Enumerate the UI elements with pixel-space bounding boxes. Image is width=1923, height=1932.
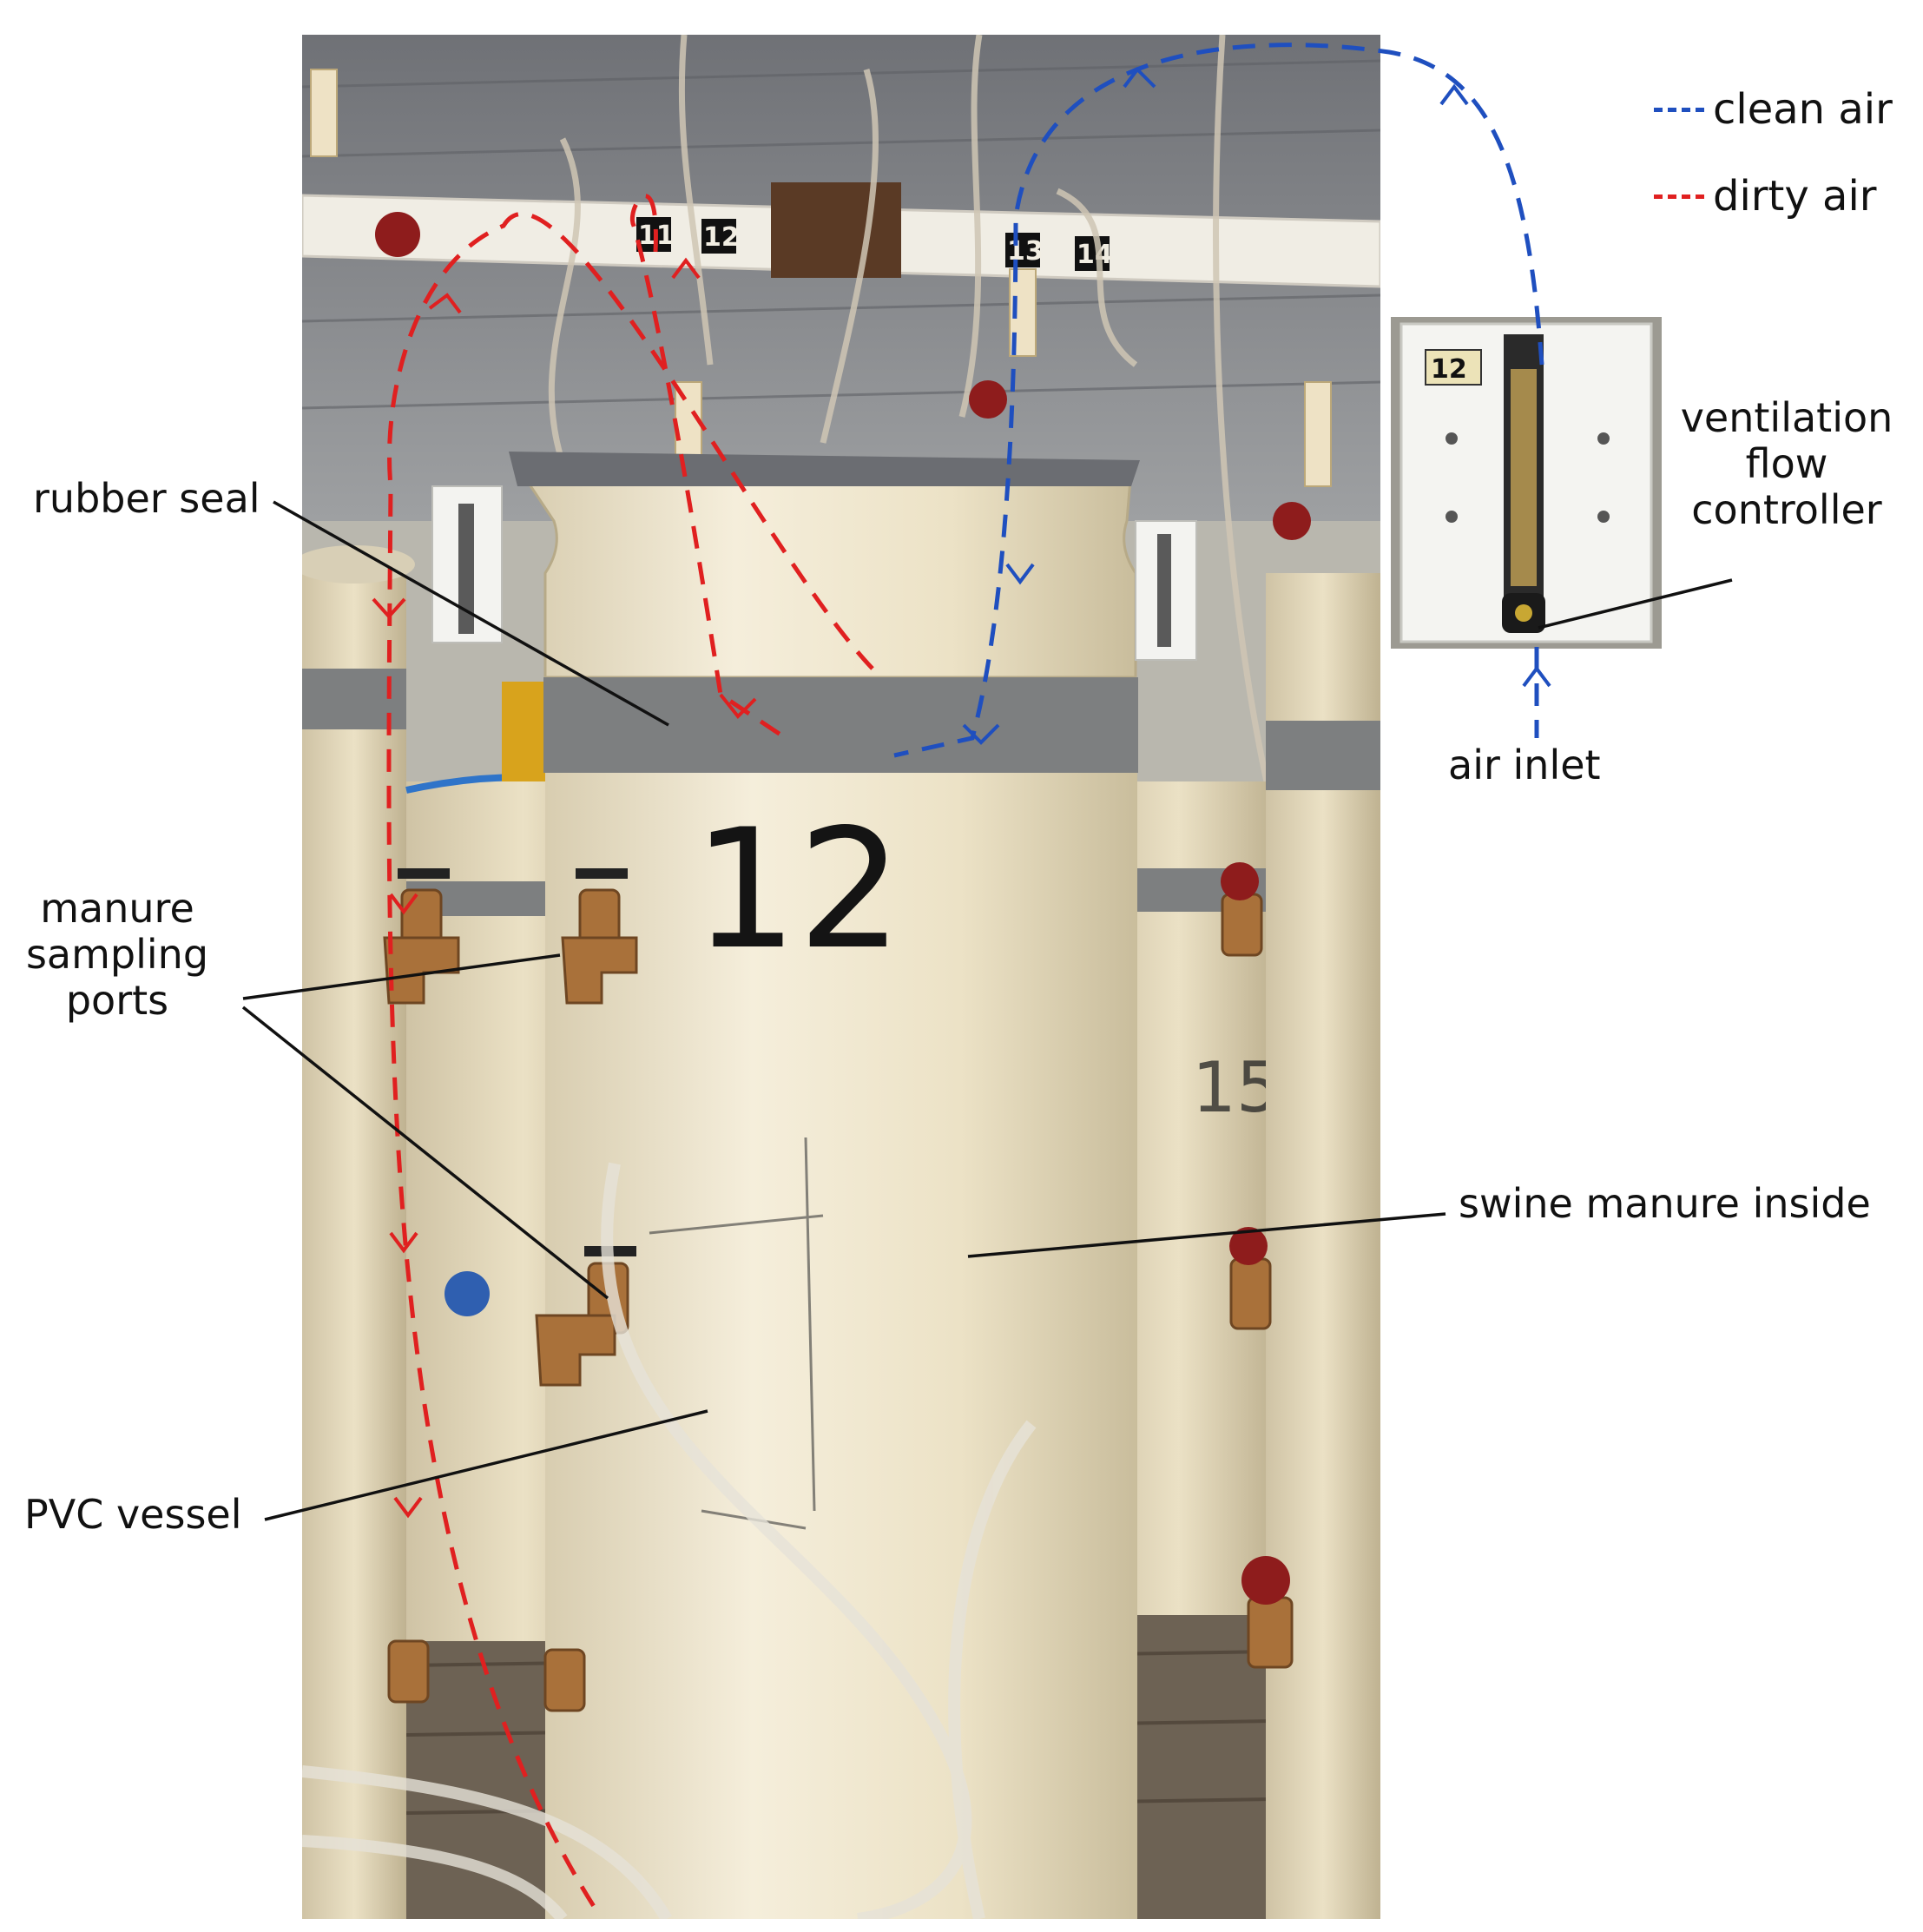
- photo-illustration: 11 12 13 14: [302, 35, 1380, 1919]
- vessel-number: 12: [693, 794, 903, 986]
- pipe-tag-3: 14: [1077, 240, 1113, 270]
- label-ventilation-flow-controller: ventilation flow controller: [1665, 395, 1908, 533]
- arrow-dirty-2: [671, 257, 701, 280]
- pipe-tag-1: 12: [703, 222, 740, 253]
- label-rubber-seal: rubber seal: [33, 475, 260, 522]
- background-flowmeters: [431, 485, 1197, 661]
- label-manure-sampling-ports-line-1: manure: [40, 885, 194, 932]
- label-flow-controller-line-2: flow: [1745, 439, 1828, 487]
- flowmeter-inset: 12: [1391, 317, 1662, 649]
- sampling-valves: [383, 862, 1294, 1712]
- arrow-dirty-6: [393, 1496, 423, 1519]
- label-manure-sampling-ports: manure sampling ports: [17, 886, 217, 1024]
- pipe-bracket: [771, 182, 901, 278]
- blue-valve-handle: [445, 1271, 490, 1316]
- leader-pvc-vessel: [264, 1409, 708, 1521]
- arrow-clean-2: [1439, 83, 1469, 106]
- rubber-seal-band: [543, 677, 1138, 773]
- legend-dirty-air: dirty air: [1654, 172, 1877, 221]
- label-pvc-vessel: PVC vessel: [24, 1491, 242, 1538]
- arrow-clean-3: [1005, 563, 1035, 585]
- vessel-body: [545, 773, 1137, 1919]
- label-air-inlet: air inlet: [1448, 742, 1601, 788]
- legend-clean-air-swatch: [1654, 107, 1704, 112]
- lab-photo: 11 12 13 14: [302, 35, 1380, 1919]
- arrow-dirty-3: [372, 597, 406, 619]
- inset-tag-number: 12: [1431, 354, 1467, 385]
- leader-ports-2: [241, 1006, 609, 1300]
- dirty-air-path: [386, 212, 874, 1916]
- right-tank-number: 15: [1192, 1047, 1281, 1128]
- label-manure-sampling-ports-line-2: sampling: [25, 930, 209, 978]
- flowmeter-illustration: 12: [1391, 317, 1662, 649]
- arrow-dirty-5: [389, 1231, 418, 1254]
- legend-clean-air-label: clean air: [1713, 85, 1893, 134]
- label-manure-sampling-ports-line-3: ports: [65, 976, 169, 1024]
- arrow-clean-5: [1522, 665, 1551, 688]
- right-tank: [1266, 573, 1380, 1919]
- arrow-clean-4: [962, 723, 1000, 745]
- label-flow-controller-line-1: ventilation: [1680, 394, 1893, 441]
- dirty-air-path-2: [629, 194, 787, 741]
- pipe-tag-2: 13: [1007, 236, 1044, 267]
- arrow-dirty-4: [389, 893, 418, 915]
- label-flow-controller-line-3: controller: [1691, 485, 1882, 533]
- label-swine-manure-inside: swine manure inside: [1459, 1180, 1871, 1227]
- yellow-fitting: [502, 682, 545, 781]
- arrow-clean-1: [1123, 66, 1156, 89]
- legend-clean-air: clean air: [1654, 85, 1893, 134]
- arrow-dirty-7: [719, 693, 757, 719]
- leader-rubber-seal: [273, 500, 669, 727]
- legend-dirty-air-label: dirty air: [1713, 172, 1877, 221]
- arrow-dirty-1: [428, 293, 462, 314]
- vessel-lid-plate: [509, 452, 1140, 486]
- ceiling-valve-handle: [375, 212, 420, 257]
- clean-air-path: [893, 43, 1544, 758]
- tubing: [302, 1162, 1037, 1919]
- leader-swine-manure: [967, 1212, 1446, 1258]
- legend-dirty-air-swatch: [1654, 194, 1704, 199]
- main-vessel: 12: [509, 452, 1140, 1919]
- leader-ports-1: [242, 953, 561, 1000]
- leader-flow-controller: [1538, 578, 1733, 630]
